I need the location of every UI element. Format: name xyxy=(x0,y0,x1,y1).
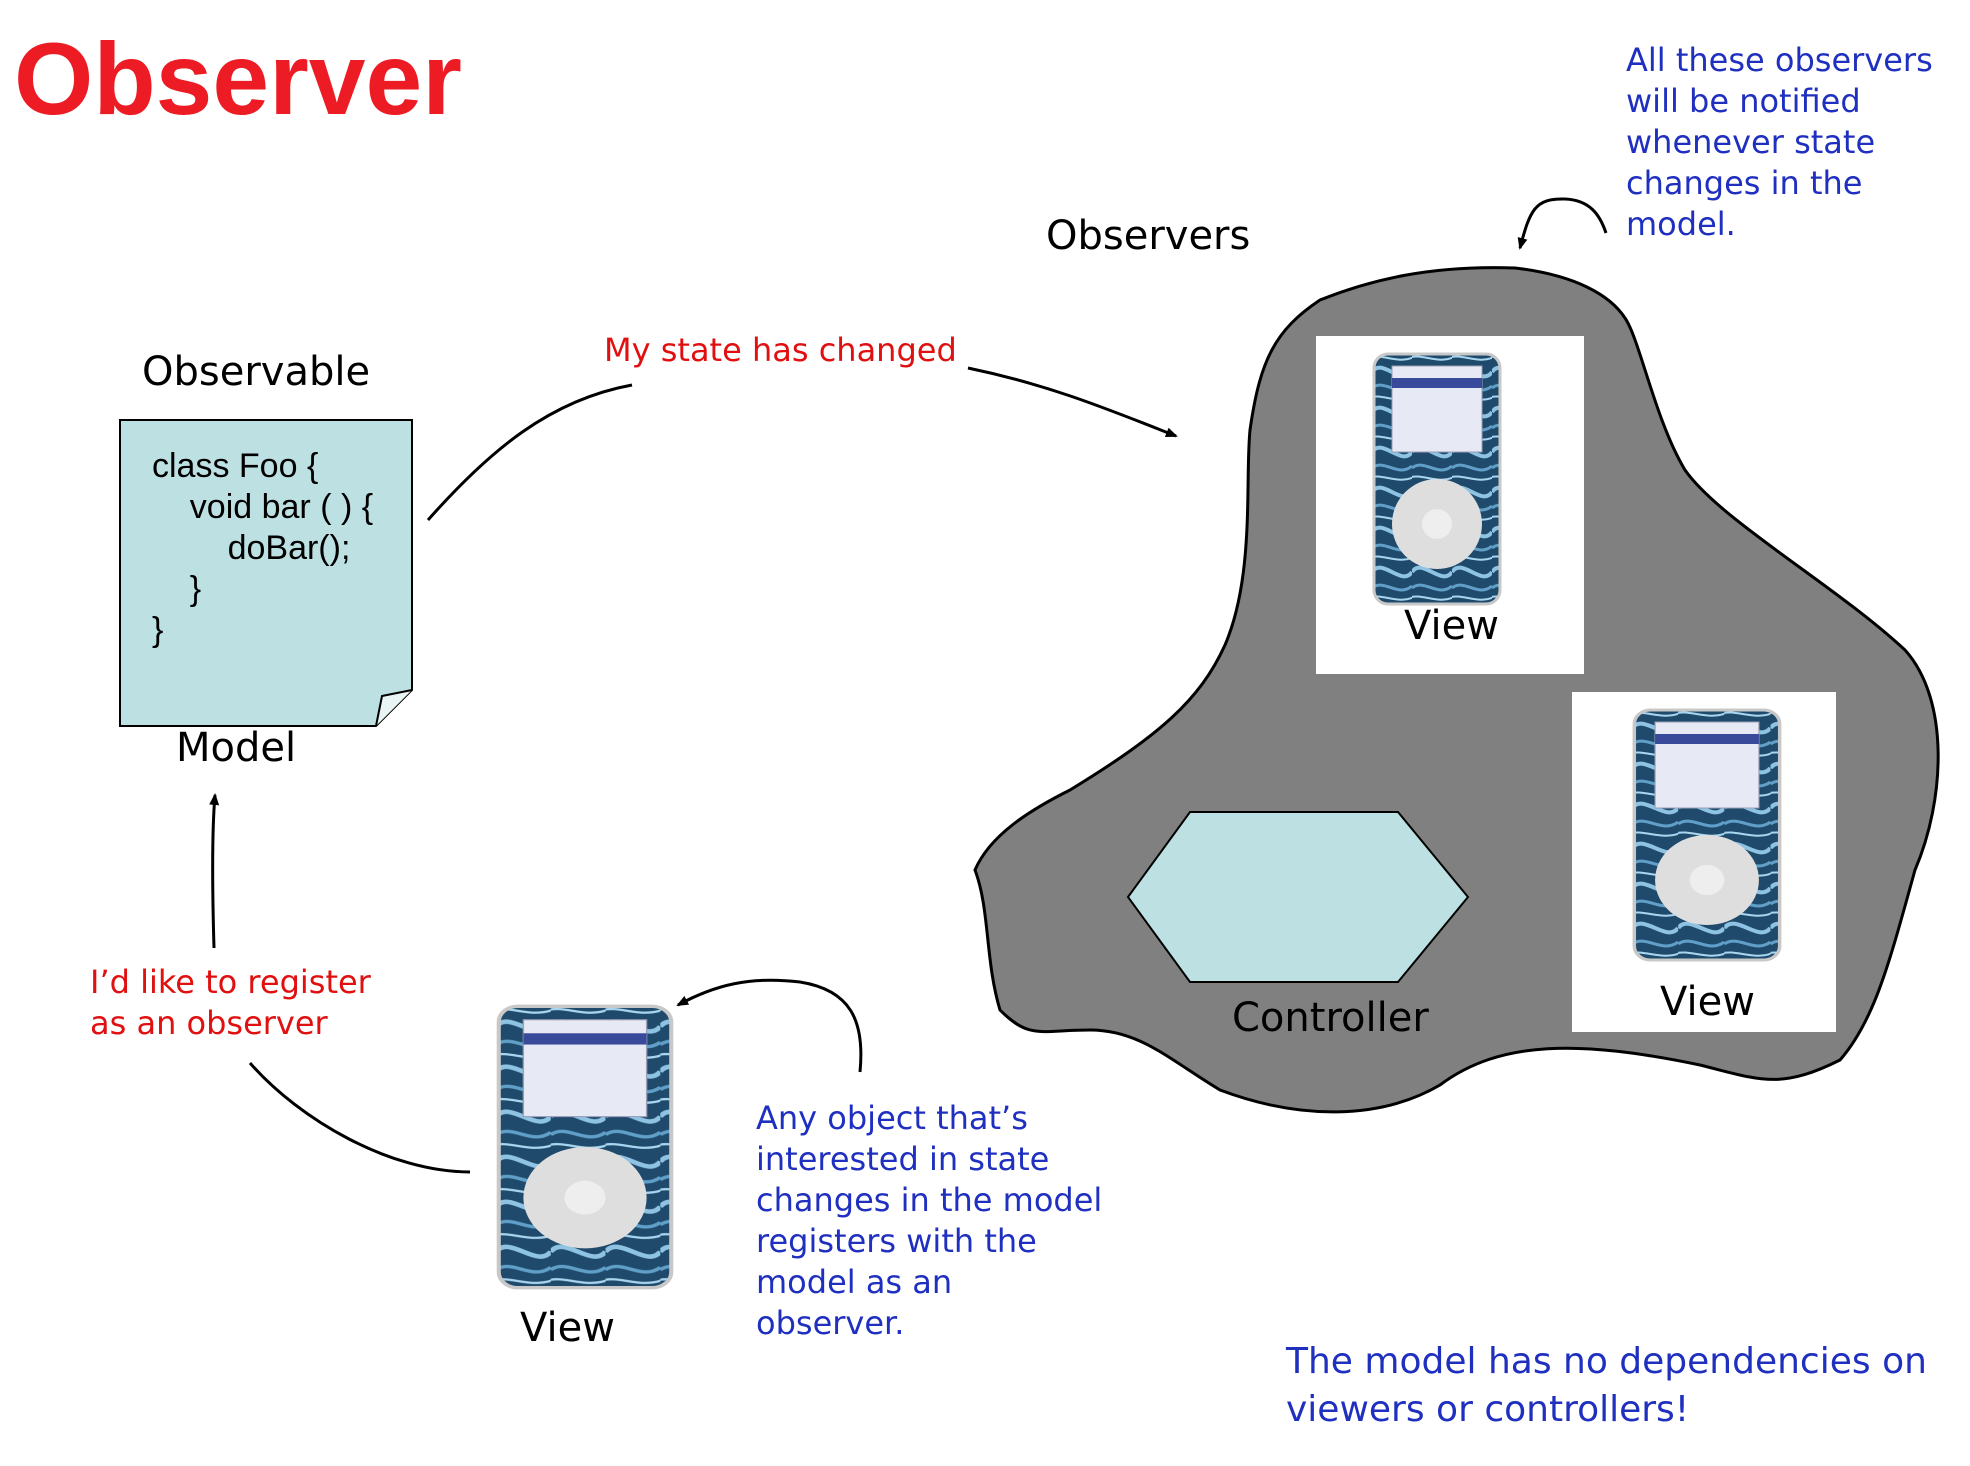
code-block: class Foo { void bar ( ) { doBar(); } } xyxy=(152,446,373,651)
ipod-device-icon xyxy=(1632,708,1782,962)
model-label: Model xyxy=(176,725,297,771)
observable-label: Observable xyxy=(142,349,371,395)
arrow-model-to-observers-start xyxy=(426,383,633,521)
arrow-view-curve xyxy=(248,1062,471,1174)
note-register: I’d like to register as an observer xyxy=(90,963,371,1042)
code-line: } xyxy=(152,570,202,608)
controller-label: Controller xyxy=(1232,995,1429,1041)
note-any-object: Any object that’s interested in state ch… xyxy=(756,1099,1103,1342)
note-no-dependencies: The model has no dependencies on viewers… xyxy=(1286,1341,1927,1430)
controller-hexagon xyxy=(1126,811,1470,983)
ipod-device-icon xyxy=(1372,352,1502,606)
view-label-right: View xyxy=(1660,979,1755,1025)
note-all-observers: All these observers will be notified whe… xyxy=(1626,41,1933,243)
code-line: doBar(); xyxy=(152,529,351,567)
observers-label: Observers xyxy=(1046,213,1251,259)
code-line: class Foo { xyxy=(152,447,319,485)
view-label-bottom: View xyxy=(520,1305,615,1351)
document-fold-icon xyxy=(375,689,413,727)
code-line: void bar ( ) { xyxy=(152,488,374,526)
arrow-to-bottom-view xyxy=(676,978,863,1073)
view-label-top: View xyxy=(1404,603,1499,649)
arrow-model-to-observers-end xyxy=(967,366,1178,438)
ipod-device-icon xyxy=(496,1004,674,1290)
note-state-changed: My state has changed xyxy=(604,331,957,369)
code-line: } xyxy=(152,611,164,649)
page-title: Observer xyxy=(14,22,462,136)
arrow-to-model xyxy=(209,793,220,949)
arrow-note-to-blob xyxy=(1517,197,1608,250)
